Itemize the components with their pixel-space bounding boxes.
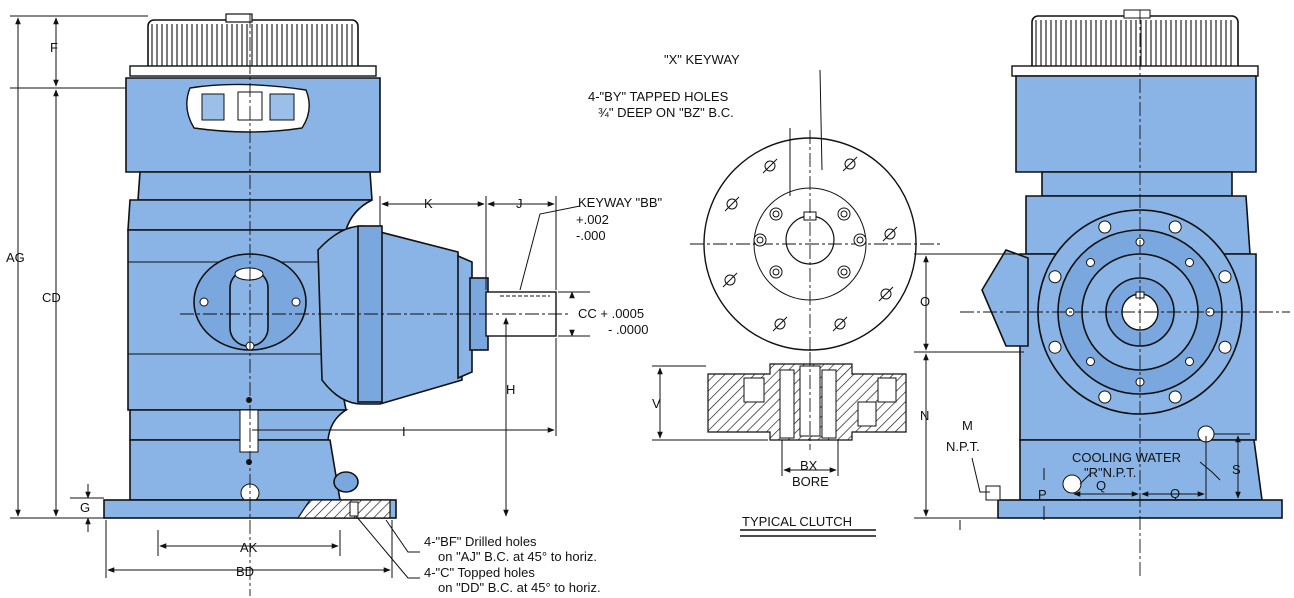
by-holes-line1: 4-"BY" TAPPED HOLES [588,89,729,104]
tol-plus: +.002 [576,212,609,227]
c-holes-line1: 4-"C" Topped holes [424,565,535,580]
dim-n: N [920,408,929,423]
dim-bd: BD [236,564,254,579]
dim-g: G [80,500,90,515]
tol-minus: -.000 [576,228,606,243]
dim-ag: AG [6,250,25,265]
clutch-hole [832,316,848,332]
dim-q1: Q [1096,478,1106,493]
c-holes-line2: on "DD" B.C. at 45° to horiz. [438,580,601,595]
r-npt-label: "R"N.P.T. [1084,465,1136,480]
dim-v: V [652,396,661,411]
end-view [914,9,1290,576]
tapped-hole [753,233,767,247]
bf-holes-line2: on "AJ" B.C. at 45° to horiz. [438,549,597,564]
clutch-hole [772,316,788,332]
finned-cover [129,13,377,77]
cc-label: CC + .0005 [578,306,644,321]
dim-i: I [402,424,406,439]
dimension-labels: F AG CD G AK BD K J H I O N M N.P.T. P Q… [6,40,1241,579]
clutch-section [707,352,907,450]
tapped-hole [837,207,851,221]
dim-m: M [962,418,973,433]
dim-q2: Q [1170,486,1180,501]
clutch-views [652,69,940,537]
gear-case [317,225,463,405]
dim-h: H [506,382,515,397]
neck [137,171,373,201]
dim-f: F [50,40,58,55]
side-view [10,13,590,596]
clutch-hole [722,272,738,288]
clutch-hole [878,286,894,302]
x-keyway-label: "X" KEYWAY [664,52,740,67]
lower-housing [129,409,349,441]
typical-clutch-label: TYPICAL CLUTCH [742,514,852,529]
dim-p: P [1038,487,1047,502]
dim-j: J [516,196,523,211]
tapped-hole [769,207,783,221]
dim-k: K [424,196,433,211]
dim-bore: BORE [792,474,829,489]
dim-cd: CD [42,290,61,305]
tapped-hole [853,233,867,247]
tapped-hole [837,265,851,279]
cooling-water-label: COOLING WATER [1072,450,1181,465]
tapped-hole [769,265,783,279]
dim-npt: N.P.T. [946,439,980,454]
dim-s: S [1232,462,1241,477]
callout-labels: KEYWAY "BB" +.002 -.000 CC + .0005 - .00… [424,52,1181,595]
bf-holes-line1: 4-"BF" Drilled holes [424,534,537,549]
clutch-hole [882,226,898,242]
keyway-bb-label: KEYWAY "BB" [578,195,663,210]
clutch-hole [762,158,778,174]
clutch-hole [724,196,740,212]
dim-o: O [920,294,930,309]
clutch-hole [842,156,858,172]
dim-bx: BX [800,458,818,473]
by-holes-line2: ¾" DEEP ON "BZ" B.C. [598,105,734,120]
dim-ak: AK [240,540,258,555]
cc-minus: - .0000 [608,322,648,337]
